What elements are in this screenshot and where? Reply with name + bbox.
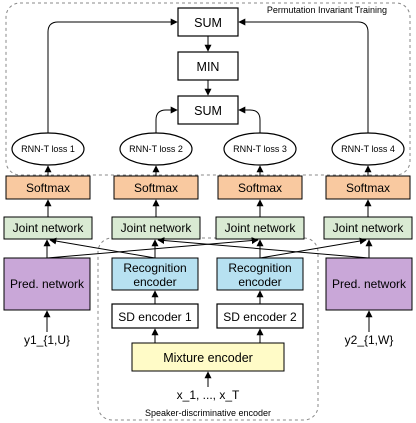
input-x-label: x_1, ..., x_T bbox=[177, 388, 240, 402]
sum-mid-label: SUM bbox=[194, 104, 222, 118]
mixture-label: Mixture encoder bbox=[163, 351, 253, 365]
arrow-rec2-joint4 bbox=[259, 237, 367, 259]
loss1-label: RNN-T loss 1 bbox=[21, 144, 75, 154]
rec1-box bbox=[111, 257, 199, 291]
joint2-label: Joint network bbox=[121, 221, 193, 235]
mixture-box bbox=[131, 342, 285, 372]
loss3-label: RNN-T loss 3 bbox=[233, 144, 287, 154]
pred1-label: Pred. network bbox=[10, 277, 85, 291]
rec1-label-line2: encoder bbox=[133, 275, 176, 289]
loss2-label: RNN-T loss 2 bbox=[129, 144, 183, 154]
spk-encoder-region bbox=[97, 237, 319, 421]
pit-label: Permutation Invariant Training bbox=[267, 5, 387, 15]
input-y1-label: y1_{1,U} bbox=[24, 333, 70, 347]
pred2-box bbox=[325, 257, 413, 311]
sd2-box bbox=[216, 303, 304, 329]
sum-top-box bbox=[177, 7, 239, 37]
rec1-label-line1: Recognition bbox=[123, 261, 186, 275]
input-y2-label: y2_{1,W} bbox=[345, 333, 394, 347]
softmax4-label: Softmax bbox=[346, 181, 390, 195]
rec2-label-line2: encoder bbox=[238, 275, 281, 289]
arrow-loss2-to-sum-mid bbox=[155, 106, 178, 133]
arrow-pred2-joint2 bbox=[157, 237, 370, 259]
min-box bbox=[177, 51, 239, 81]
arrow-rec1-joint1 bbox=[49, 237, 156, 259]
sum-mid-box bbox=[177, 95, 239, 125]
sd2-label: SD encoder 2 bbox=[223, 310, 297, 324]
rec2-label-line1: Recognition bbox=[228, 261, 291, 275]
joint3-label: Joint network bbox=[225, 221, 297, 235]
pit-region bbox=[5, 2, 411, 176]
rec2-box bbox=[216, 257, 304, 291]
arrow-loss3-to-sum-mid bbox=[238, 106, 261, 133]
arrow-pred1-joint3 bbox=[46, 237, 259, 259]
pred2-label: Pred. network bbox=[332, 277, 407, 291]
arrow-loss1-to-sum-top bbox=[47, 18, 178, 133]
arrow-loss4-to-sum-top bbox=[238, 18, 369, 133]
spk-encoder-label: Speaker-discriminative encoder bbox=[145, 408, 271, 418]
softmax1-label: Softmax bbox=[26, 181, 70, 195]
min-label: MIN bbox=[197, 60, 220, 74]
pred1-box bbox=[3, 257, 91, 311]
loss4-label: RNN-T loss 4 bbox=[341, 144, 395, 154]
joint1-label: Joint network bbox=[13, 221, 85, 235]
sd1-label: SD encoder 1 bbox=[118, 310, 192, 324]
sd1-box bbox=[111, 303, 199, 329]
joint4-label: Joint network bbox=[333, 221, 405, 235]
softmax2-label: Softmax bbox=[134, 181, 178, 195]
sum-top-label: SUM bbox=[194, 16, 222, 30]
softmax3-label: Softmax bbox=[238, 181, 282, 195]
